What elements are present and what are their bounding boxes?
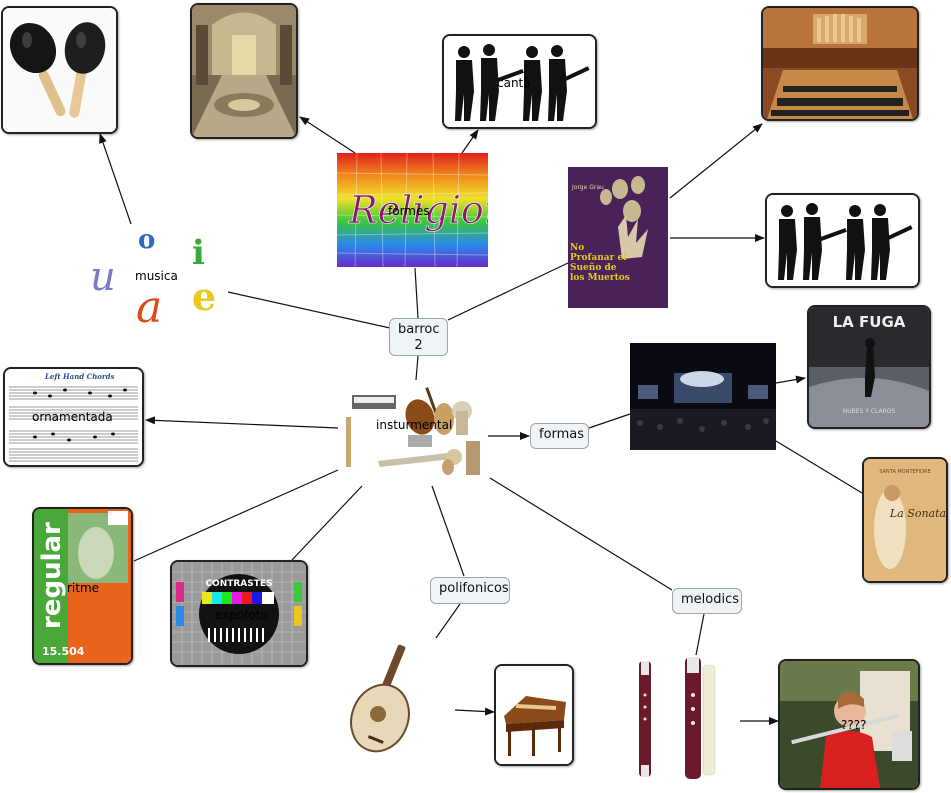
formes-label: formes	[388, 204, 430, 218]
edge-instr-expofoto	[291, 485, 363, 561]
fuga-image-node[interactable]: LA FUGA NUBES Y CLAROS	[807, 305, 931, 429]
ritme-image-node[interactable]: regular 15.504 ritme	[32, 507, 133, 665]
edge-formas-concert	[588, 413, 631, 429]
canta-label: canta	[497, 76, 531, 90]
concept-melodics[interactable]: melodics	[672, 588, 742, 614]
fuga-title: LA FUGA	[833, 313, 906, 331]
concept-barroc[interactable]: barroc 2	[389, 318, 448, 356]
instrumental-label: insturmental	[376, 418, 453, 432]
vowel-u: u	[90, 254, 116, 300]
lute-image-node[interactable]	[328, 638, 454, 764]
religion-image-node[interactable]: Religion formes	[337, 153, 488, 267]
edge-poster-orchestra	[669, 123, 763, 199]
poster-image-node[interactable]: Jorge Grau No Profanar el Sueño de los M…	[568, 167, 668, 308]
maracas-image-node[interactable]	[1, 6, 118, 134]
musica-label: musica	[135, 269, 178, 283]
poster-title: No Profanar el Sueño de los Muertos	[570, 243, 630, 283]
sonata-image-node[interactable]: SANTA MONTEFIORE La Sonata	[862, 457, 948, 583]
edge-melod-recorder	[695, 613, 705, 656]
regular-poster-illustration: regular 15.504	[34, 509, 131, 663]
harpsichord-image-node[interactable]	[494, 664, 574, 766]
la-fuga-cover-illustration: LA FUGA NUBES Y CLAROS	[809, 307, 929, 427]
edge-musica-maracas	[99, 133, 132, 225]
religion-mosaic-illustration: Religion	[337, 153, 488, 267]
musica-image-node[interactable]: u o a i e musica	[88, 224, 226, 328]
recorders-illustration	[615, 655, 740, 781]
edge-barroc-instrumental	[415, 355, 419, 381]
orchestra-image-node[interactable]	[761, 6, 919, 121]
vowel-i: i	[192, 233, 205, 273]
ornamentada-image-node[interactable]: Left Hand Chords ornamentada	[3, 367, 144, 467]
sonata-author: SANTA MONTEFIORE	[879, 469, 930, 475]
poster-director: Jorge Grau	[571, 184, 604, 191]
edge-religion-church	[299, 116, 356, 154]
sheet-music-illustration: Left Hand Chords	[5, 369, 142, 465]
band-silhouette-illustration-2	[767, 195, 918, 286]
edge-barroc-musica	[227, 291, 391, 329]
band-silhouette-illustration	[444, 36, 595, 127]
ritme-label: ritme	[67, 581, 100, 595]
edge-instr-polifonicos	[431, 485, 465, 577]
movie-poster-illustration: Jorge Grau No Profanar el Sueño de los M…	[568, 167, 668, 308]
church-image-node[interactable]	[190, 3, 298, 139]
la-sonata-cover-illustration: SANTA MONTEFIORE La Sonata	[864, 459, 946, 581]
regular-text: regular	[37, 522, 67, 629]
edge-instr-ornamentada	[145, 416, 339, 429]
religion-text: Religion	[348, 188, 488, 232]
sheet-title: Left Hand Chords	[44, 372, 115, 381]
harpsichord-illustration	[496, 666, 572, 764]
expofoto-label: expofoto	[215, 608, 268, 622]
vowels-illustration: u o a i e	[88, 224, 226, 328]
concert-hall-illustration	[763, 8, 917, 119]
edge-barroc-religion	[414, 267, 419, 319]
band-image-node[interactable]	[765, 193, 920, 288]
concept-formas[interactable]: formas	[530, 423, 589, 449]
vowel-a: a	[136, 282, 162, 328]
edge-concert-sonata	[775, 440, 863, 494]
live-concert-illustration	[630, 343, 776, 450]
edge-religion-canta	[461, 129, 479, 154]
contrastes-text: CONTRASTES	[205, 579, 272, 589]
recorder-image-node[interactable]	[615, 655, 740, 781]
edge-instr-melodics	[489, 477, 673, 591]
edge-polif-lute	[435, 603, 461, 639]
church-interior-illustration	[192, 5, 296, 137]
edge-lute-harpsichord	[454, 707, 495, 716]
regular-number: 15.504	[42, 645, 85, 658]
lute-illustration	[328, 638, 454, 764]
instrumental-image-node[interactable]: insturmental	[338, 381, 488, 485]
edge-concert-fuga	[775, 375, 806, 384]
sonata-title: La Sonata	[889, 507, 946, 520]
flute-player-image-node[interactable]: ????	[778, 659, 920, 790]
canta-image-node[interactable]: canta	[442, 34, 597, 129]
ornamentada-label: ornamentada	[32, 410, 113, 424]
vowel-o: o	[138, 225, 155, 255]
test-pattern-illustration: CONTRASTES	[172, 562, 306, 665]
edge-instr-ritme	[133, 469, 339, 562]
flute-player-illustration	[780, 661, 918, 788]
fuga-subtitle: NUBES Y CLAROS	[843, 408, 896, 415]
expofoto-image-node[interactable]: CONTRASTES expofoto	[170, 560, 308, 667]
unknown-label: ????	[841, 718, 867, 732]
maracas-illustration	[3, 8, 116, 132]
instruments-collage-illustration	[338, 381, 488, 485]
vowel-e: e	[192, 274, 216, 319]
concert-image-node[interactable]	[630, 343, 776, 450]
concept-polifonicos[interactable]: polifonicos	[430, 577, 510, 604]
edge-barroc-poster	[447, 262, 569, 321]
